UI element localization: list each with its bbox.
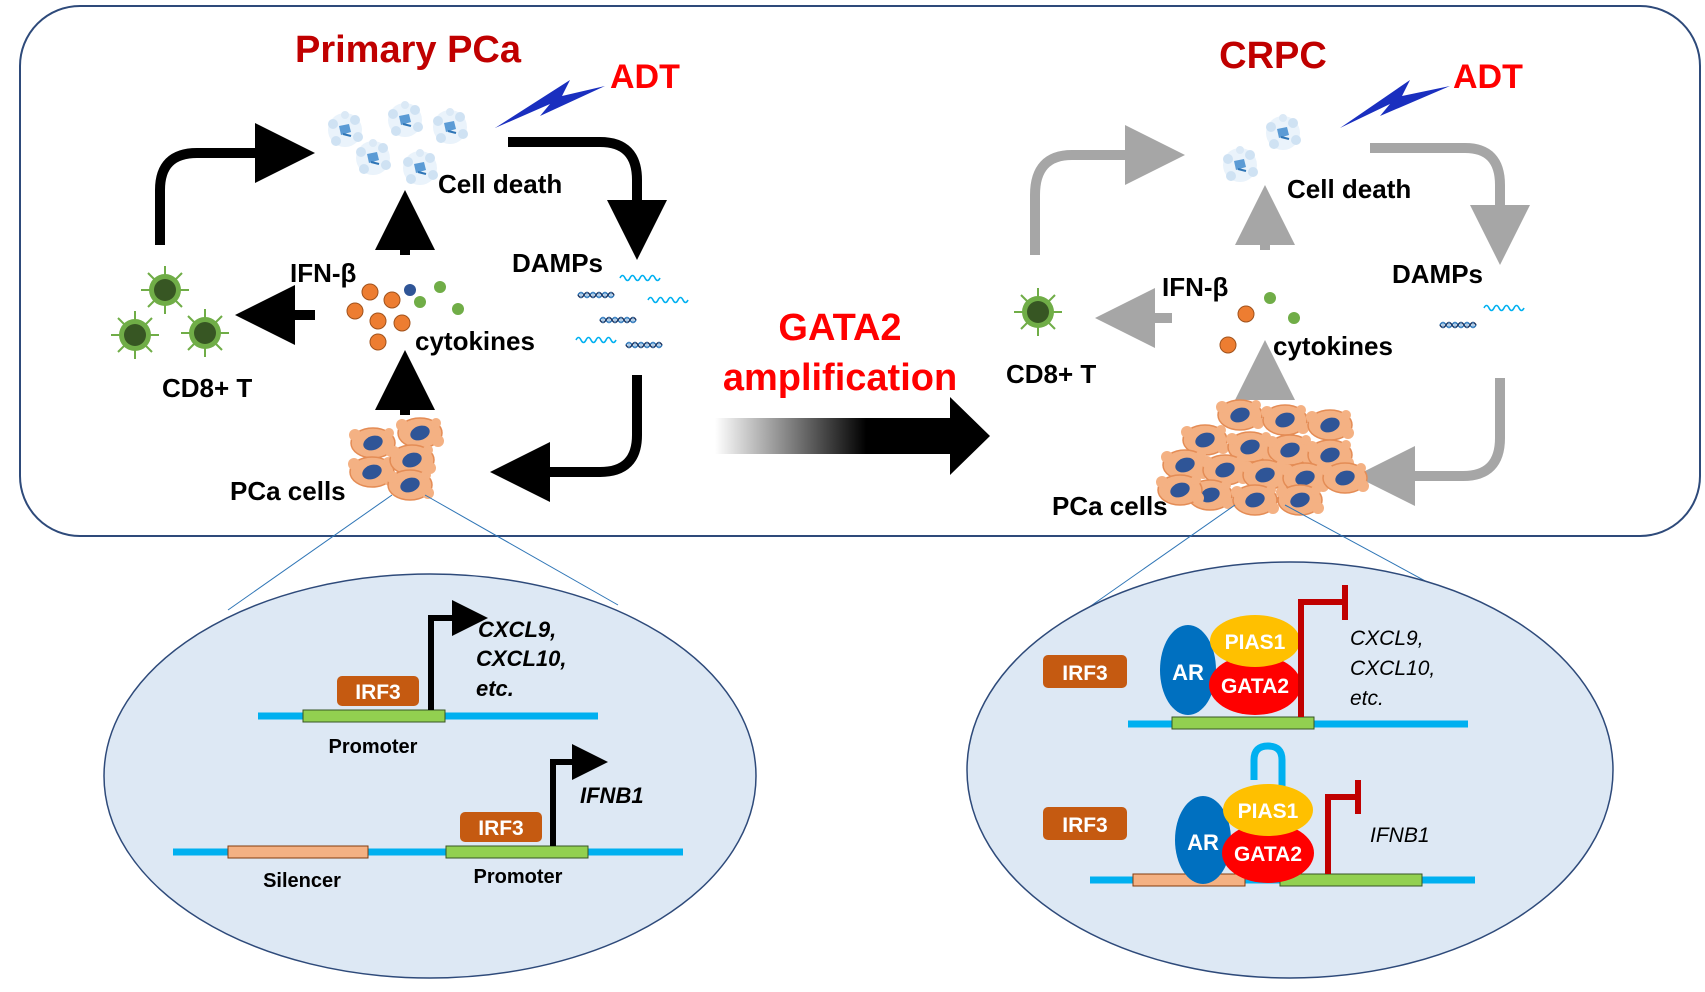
- right-damps-icons: [1439, 304, 1525, 329]
- left-promoter-bottom-label: Promoter: [474, 866, 563, 888]
- left-promoter-bottom: [445, 845, 589, 859]
- right-irf3-bottom-box: [1043, 807, 1127, 840]
- right-cytokines-label: cytokines: [1273, 331, 1393, 361]
- right-promoter-top: [1171, 716, 1315, 730]
- right-pias1-top-label: PIAS1: [1225, 631, 1286, 654]
- right-ifn-beta-label: IFN-β: [1162, 272, 1228, 302]
- right-repression-bar-bottom: [1325, 780, 1361, 874]
- left-transcription-arrow-bottom: [550, 744, 608, 846]
- lightning-bolt-icon: [495, 80, 605, 128]
- left-irf3-top-box: [337, 676, 419, 706]
- grey-arrow-damps-to-pca: [1355, 378, 1505, 506]
- arrow-death-to-damps: [508, 137, 667, 260]
- left-cd8-tcells: [110, 265, 230, 360]
- left-genes-top-2: CXCL10,: [476, 646, 566, 671]
- left-zoom-ellipse: [103, 573, 757, 979]
- right-repression-bar-top: [1298, 585, 1348, 717]
- top-panel: [19, 5, 1701, 537]
- left-promoter-top: [302, 709, 446, 723]
- right-gata2-top-label: GATA2: [1221, 675, 1289, 698]
- right-genes-top-1: CXCL9,: [1350, 627, 1424, 650]
- lightning-bolt-icon: [1340, 80, 1450, 128]
- right-irf3-top-label: IRF3: [1062, 662, 1108, 685]
- left-irf3-top-label: IRF3: [355, 681, 401, 704]
- gata2-amplification-arrow: [715, 397, 990, 475]
- left-damps-label: DAMPs: [512, 248, 603, 278]
- right-gene-bottom: IFNB1: [1370, 824, 1430, 847]
- arrow-tcell-to-death: [155, 123, 315, 245]
- arrow-damps-to-pca: [490, 375, 642, 502]
- right-ar-bottom-label: AR: [1187, 830, 1219, 855]
- right-damps-label: DAMPs: [1392, 259, 1483, 289]
- right-pias1-top: [1210, 615, 1300, 667]
- left-genes-top-1: CXCL9,: [478, 617, 556, 642]
- right-genes-top-2: CXCL10,: [1350, 657, 1435, 680]
- right-promoter-bottom: [1279, 873, 1423, 887]
- right-cell-death-label: Cell death: [1287, 174, 1411, 204]
- right-cytokine-dots: [1219, 292, 1300, 354]
- right-gata2-top: [1209, 655, 1301, 715]
- right-cd8-label: CD8+ T: [1006, 359, 1096, 389]
- left-cytokines-label: cytokines: [415, 326, 535, 356]
- left-cytokine-dots: [346, 281, 464, 351]
- right-dna-loop: [1250, 742, 1286, 790]
- right-cd8-tcell: [1013, 287, 1063, 337]
- right-pias1-bottom: [1223, 784, 1313, 836]
- left-gene-bottom: IFNB1: [580, 783, 644, 808]
- right-pias1-bottom-label: PIAS1: [1238, 800, 1299, 823]
- left-cd8-label: CD8+ T: [162, 373, 252, 403]
- right-gata2-bottom: [1222, 823, 1314, 883]
- left-promoter-top-label: Promoter: [329, 736, 418, 758]
- left-zoom-connectors: [227, 494, 619, 611]
- gata2-label: GATA2: [778, 307, 901, 349]
- right-pca-cells-label: PCa cells: [1052, 491, 1168, 521]
- left-ifn-beta-label: IFN-β: [290, 258, 356, 288]
- left-irf3-bottom-label: IRF3: [478, 817, 524, 840]
- right-irf3-bottom-label: IRF3: [1062, 814, 1108, 837]
- left-silencer-label: Silencer: [263, 870, 341, 892]
- left-irf3-bottom-box: [460, 812, 542, 842]
- right-ar-bottom: [1175, 796, 1231, 884]
- left-cell-death-label: Cell death: [438, 169, 562, 199]
- right-genes-top-3: etc.: [1350, 687, 1384, 710]
- left-pca-cells-label: PCa cells: [230, 476, 346, 506]
- left-silencer-box: [227, 845, 369, 859]
- right-zoom-ellipse: [966, 561, 1614, 979]
- right-ar-top: [1160, 625, 1216, 715]
- right-dead-cells: [1222, 113, 1302, 183]
- crpc-title: CRPC: [1219, 35, 1327, 77]
- right-gata2-bottom-label: GATA2: [1234, 843, 1302, 866]
- left-adt-label: ADT: [610, 58, 680, 96]
- amplification-label: amplification: [723, 357, 957, 399]
- left-transcription-arrow-top: [428, 600, 488, 710]
- primary-pca-title: Primary PCa: [295, 29, 522, 71]
- right-ar-top-label: AR: [1172, 660, 1204, 685]
- left-damps-icons: [575, 274, 689, 349]
- grey-arrow-death-to-damps: [1370, 143, 1530, 265]
- grey-arrow-tcell-to-death: [1030, 125, 1185, 255]
- left-pca-cells: [347, 417, 445, 501]
- right-irf3-top-box: [1043, 655, 1127, 688]
- right-adt-label: ADT: [1453, 58, 1523, 96]
- left-genes-top-3: etc.: [476, 676, 514, 701]
- right-pca-cells: [1155, 399, 1370, 516]
